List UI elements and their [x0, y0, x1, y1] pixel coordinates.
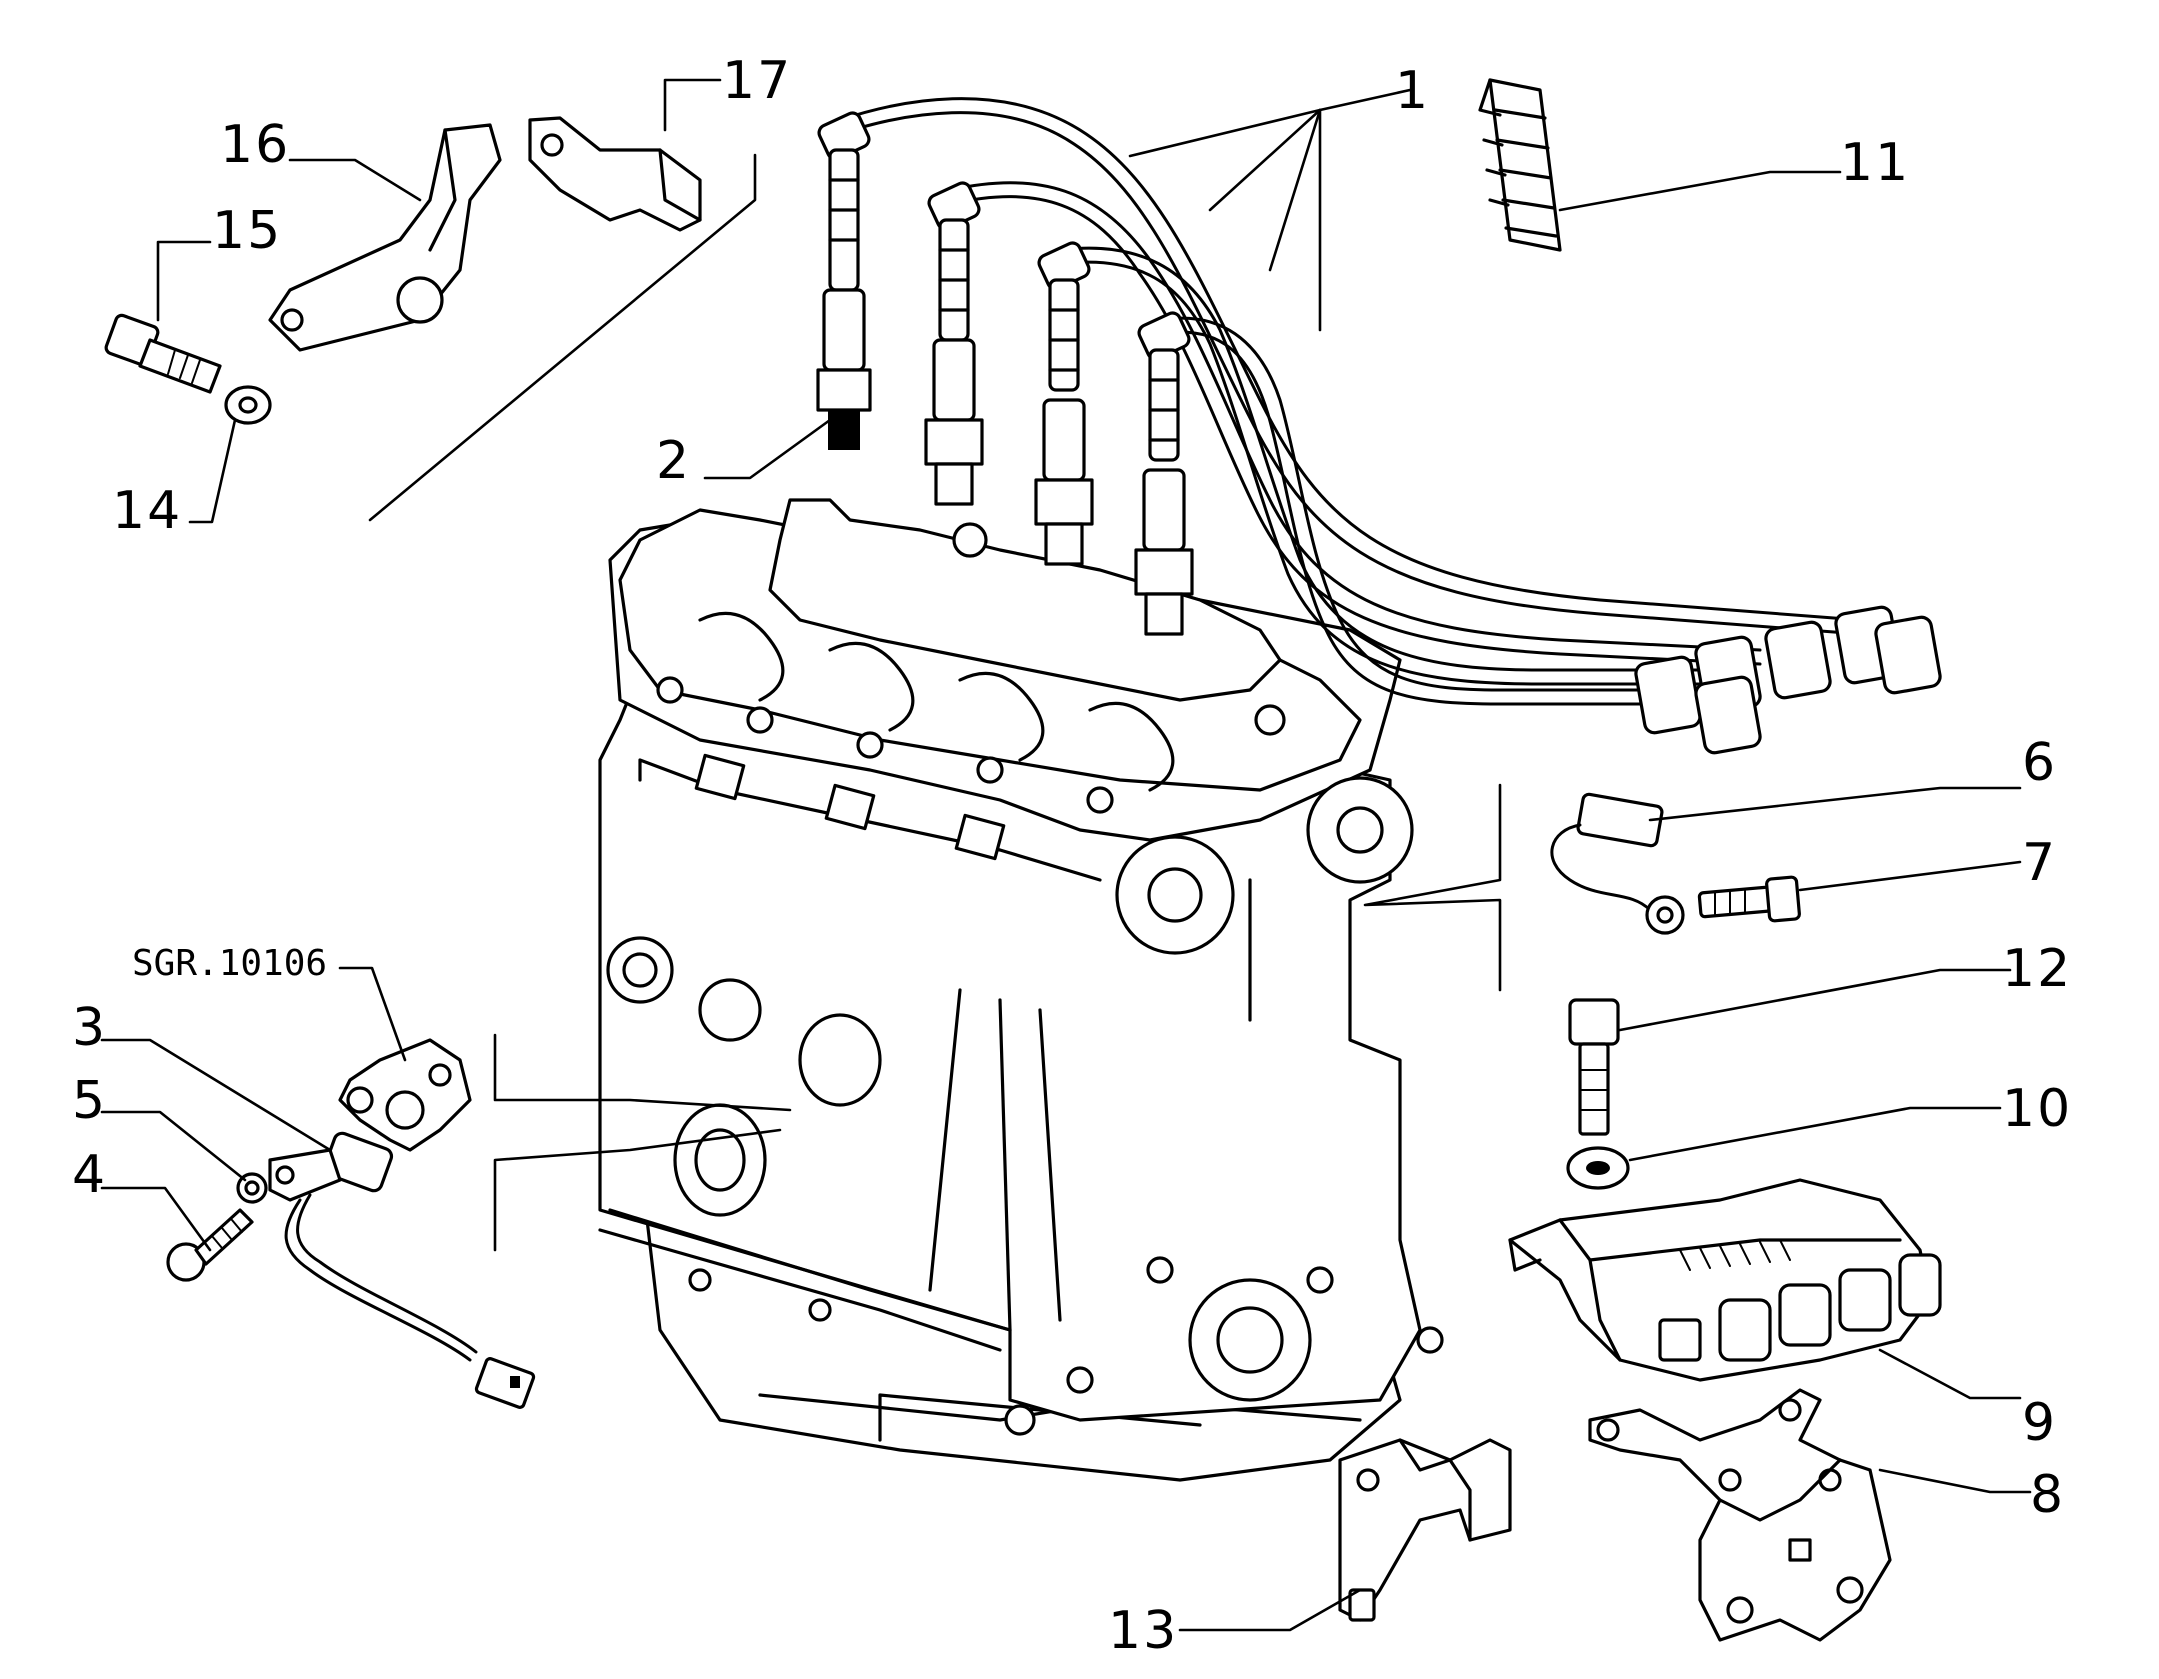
- bracket-8: [1588, 1388, 1892, 1642]
- ignition-cables: [817, 97, 1942, 755]
- callout-4: 4: [72, 1145, 107, 1205]
- bolt-4: [166, 1208, 254, 1282]
- engine-block: [598, 498, 1444, 1482]
- callout-9: 9: [2022, 1393, 2057, 1453]
- callout-7: 7: [2022, 833, 2057, 893]
- leader-lines: [100, 78, 2032, 1632]
- bracket-16: [268, 123, 502, 352]
- callout-11: 11: [1840, 133, 1910, 193]
- washer-14: [224, 385, 272, 425]
- bracket-13: [1338, 1438, 1512, 1622]
- callout-1: 1: [1395, 61, 1430, 121]
- gasket-sgr-10106: [338, 1038, 472, 1152]
- callout-14: 14: [112, 481, 182, 541]
- sensor-6: [1550, 792, 1685, 935]
- callout-13: 13: [1108, 1601, 1178, 1661]
- callout-6: 6: [2022, 733, 2057, 793]
- sensor-3: [268, 1131, 536, 1409]
- washer-10: [1566, 1146, 1630, 1190]
- bracket-17: [528, 116, 702, 232]
- callout-15: 15: [212, 201, 282, 261]
- connector-block-11: [1478, 78, 1562, 252]
- callout-2: 2: [656, 431, 691, 491]
- reference-code: SGR.10106: [132, 943, 327, 984]
- callout-16: 16: [220, 115, 290, 175]
- spark-plugs: [816, 288, 1194, 636]
- callout-labels: 1 2 3 4 5 6 7 8 9 10 11 12 13 14 15 16 1…: [72, 51, 2072, 1661]
- callout-12: 12: [2002, 939, 2072, 999]
- bolt-15: [104, 313, 222, 394]
- callout-8: 8: [2030, 1465, 2065, 1525]
- bolt-7: [1697, 875, 1801, 923]
- bolt-12: [1568, 998, 1620, 1136]
- callout-10: 10: [2002, 1079, 2072, 1139]
- callout-5: 5: [72, 1071, 107, 1131]
- ignition-coil-9: [1508, 1178, 1942, 1382]
- callout-17: 17: [722, 51, 792, 111]
- callout-3: 3: [72, 998, 107, 1058]
